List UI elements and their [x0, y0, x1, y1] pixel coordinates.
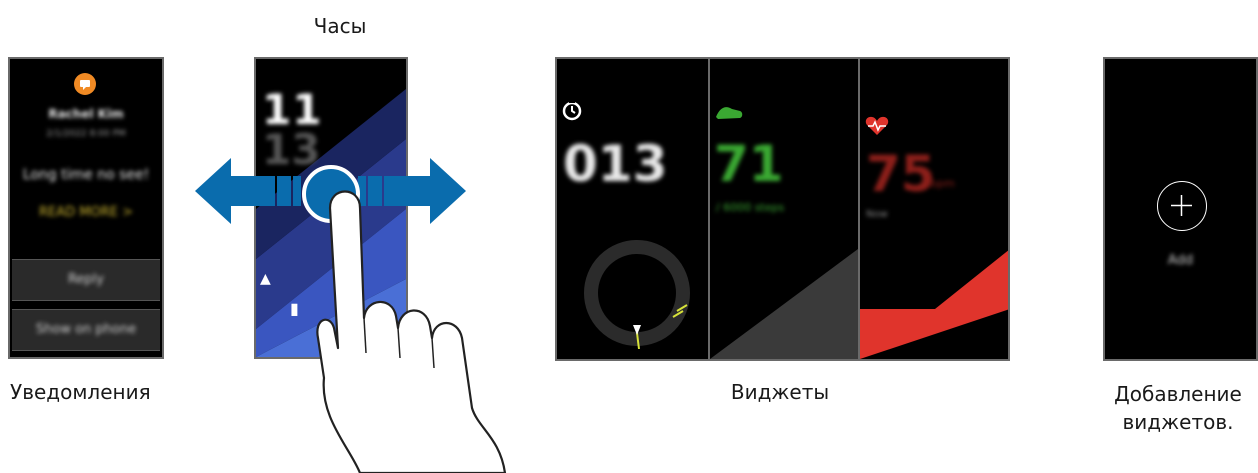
steps-graph — [710, 249, 858, 359]
notification-time: 2/1/2022 8:00 PM — [10, 129, 162, 139]
add-label: Add — [1105, 253, 1256, 268]
timer-ring — [581, 237, 693, 349]
add-widgets-label-line1: Добавление — [1098, 380, 1258, 408]
hand-pointer-icon — [300, 178, 530, 473]
heart-rate-value: 75 — [866, 145, 936, 203]
notification-sender: Rachel Kim — [10, 107, 162, 121]
notification-screen[interactable]: Rachel Kim 2/1/2022 8:00 PM Long time no… — [8, 57, 164, 359]
widgets-panel[interactable]: 013 71 / 6000 steps 75 bpm Now — [555, 57, 1010, 361]
show-on-phone-label: Show on phone — [36, 310, 136, 350]
notification-message: Long time no see! — [10, 167, 162, 183]
add-widgets-label-line2: виджетов. — [1098, 408, 1258, 436]
timer-icon — [561, 99, 583, 121]
steps-value: 71 — [714, 135, 784, 193]
heart-icon — [864, 115, 890, 137]
widgets-label: Виджеты — [700, 380, 860, 404]
heart-rate-widget[interactable]: 75 bpm Now — [860, 59, 1010, 359]
message-icon — [74, 73, 96, 95]
reply-label: Reply — [68, 260, 104, 300]
heart-rate-status: Now — [866, 209, 888, 220]
shoe-icon — [714, 103, 744, 123]
timer-value: 013 — [563, 135, 667, 193]
steps-widget[interactable]: 71 / 6000 steps — [710, 59, 858, 359]
steps-unit: / 6000 steps — [716, 201, 784, 214]
heart-rate-graph — [860, 249, 1010, 359]
show-on-phone-button[interactable]: Show on phone — [12, 309, 160, 351]
steps-complication-icon: ▲ — [260, 271, 271, 287]
watch-label: Часы — [290, 14, 390, 38]
reply-button[interactable]: Reply — [12, 259, 160, 301]
add-widgets-label: Добавление виджетов. — [1098, 380, 1258, 436]
read-more-link[interactable]: READ MORE > — [10, 205, 162, 220]
notifications-label: Уведомления — [10, 380, 200, 404]
arrow-left-icon — [195, 158, 310, 224]
heart-rate-unit: bpm — [930, 177, 955, 190]
shoe-complication-icon: ▮ — [290, 299, 299, 318]
plus-icon[interactable] — [1157, 181, 1207, 231]
timer-widget[interactable]: 013 — [557, 59, 708, 359]
add-widget-screen[interactable]: Add — [1103, 57, 1258, 361]
